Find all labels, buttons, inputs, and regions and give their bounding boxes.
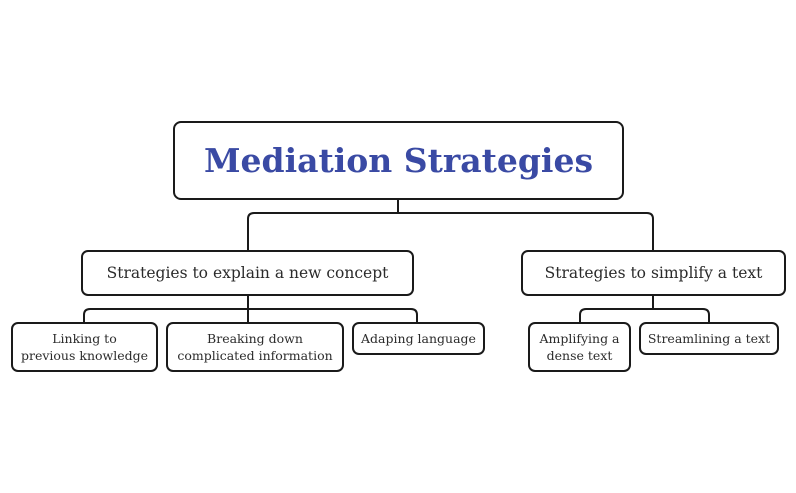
leaf-label-line: Adaping language: [361, 331, 476, 346]
branch-label: Strategies to explain a new concept: [106, 264, 389, 282]
connector-branch1-to-leaves: [83, 296, 418, 322]
leaf-node-adapting-language[interactable]: Adaping language: [352, 322, 485, 355]
leaf-label-line: complicated information: [177, 348, 333, 363]
branch-node-explain-concept[interactable]: Strategies to explain a new concept: [81, 250, 414, 296]
leaf-label-line: Linking to: [52, 331, 117, 346]
leaf-node-streamlining-text[interactable]: Streamlining a text: [639, 322, 779, 355]
branch-label: Strategies to simplify a text: [544, 264, 763, 282]
connector-branch2-to-leaves: [579, 296, 710, 322]
leaf-label-line: dense text: [546, 348, 613, 363]
branch-node-simplify-text[interactable]: Strategies to simplify a text: [521, 250, 786, 296]
leaf-node-amplifying-text[interactable]: Amplifying a dense text: [528, 322, 631, 372]
leaf-label-line: previous knowledge: [20, 348, 149, 363]
leaf-label-line: Streamlining a text: [647, 331, 771, 346]
connector-root-to-branches: [247, 200, 654, 250]
leaf-label-line: Breaking down: [207, 331, 303, 346]
root-label: Mediation Strategies: [203, 141, 594, 180]
leaf-node-breaking-down[interactable]: Breaking down complicated information: [166, 322, 344, 372]
leaf-node-linking-knowledge[interactable]: Linking to previous knowledge: [11, 322, 158, 372]
leaf-label-line: Amplifying a: [539, 331, 620, 346]
root-node[interactable]: Mediation Strategies: [173, 121, 624, 200]
